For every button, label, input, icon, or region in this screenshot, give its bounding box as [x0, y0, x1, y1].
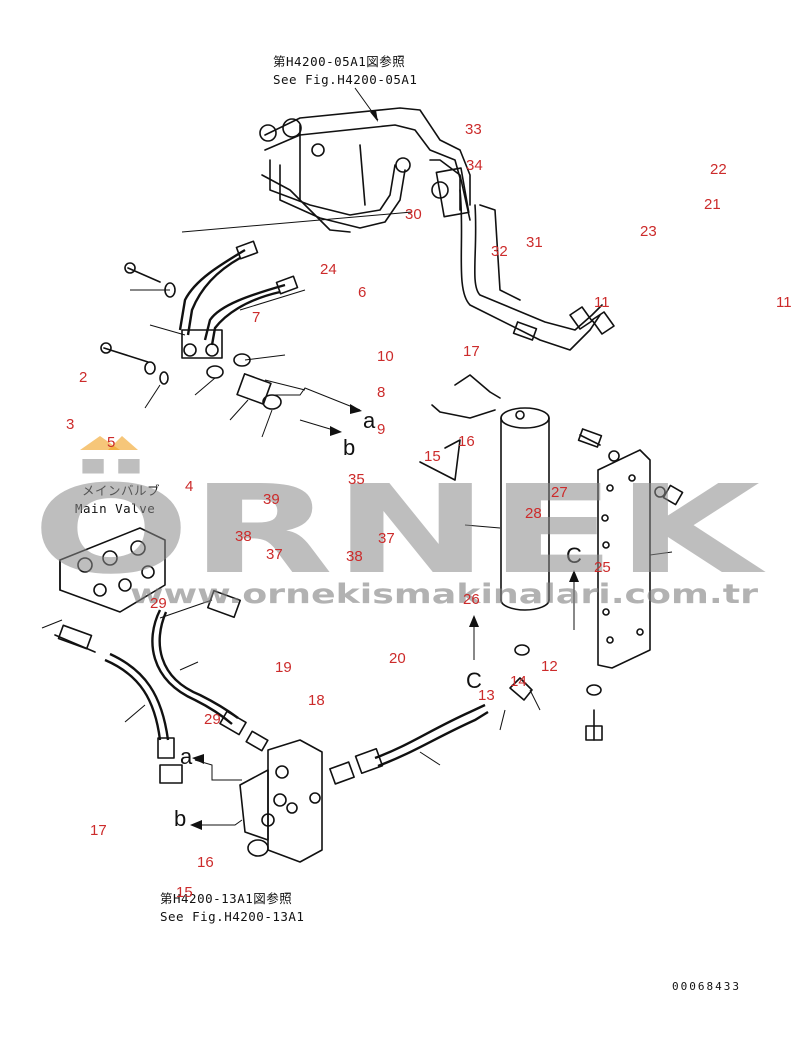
- callout-17a: 17: [463, 343, 480, 360]
- callout-14: 14: [510, 673, 527, 690]
- callout-21: 21: [704, 196, 721, 213]
- callout-22: 22: [710, 161, 727, 178]
- view-arrow-c-right: [569, 570, 579, 630]
- callout-15b: 15: [176, 884, 193, 901]
- callout-37a: 37: [266, 546, 283, 563]
- callout-20: 20: [389, 650, 406, 667]
- watermark-accent-left: [80, 436, 120, 450]
- callout-2: 2: [79, 369, 87, 386]
- watermark-brand: ÖRNEK: [32, 459, 767, 601]
- callout-7: 7: [252, 309, 260, 326]
- bottom-reference-en: See Fig.H4200-13A1: [160, 909, 304, 924]
- callout-23: 23: [640, 223, 657, 240]
- callout-33: 33: [465, 121, 482, 138]
- view-letter-b-upper: b: [343, 435, 355, 460]
- bottom-reference-jp: 第H4200-13A1図参照: [160, 891, 292, 906]
- callout-31: 31: [526, 234, 543, 251]
- callouts: 33 34 22 21 23 30 32 31 24 6 11 11 7 10 …: [66, 121, 792, 901]
- main-valve-label-en: Main Valve: [75, 501, 155, 516]
- top-reference-arrowhead: [370, 110, 378, 122]
- watermark: ÖRNEK www.ornekismakinalari.com.tr: [32, 436, 767, 610]
- upper-pipe-assembly: [259, 107, 615, 351]
- view-letter-a-upper: a: [363, 408, 376, 433]
- bracket-plate: [577, 428, 684, 741]
- main-valve-label-jp: メインバルブ: [82, 483, 160, 498]
- callout-25: 25: [594, 559, 611, 576]
- callout-11a: 11: [594, 294, 610, 311]
- callout-10: 10: [377, 348, 394, 365]
- callout-26: 26: [463, 591, 480, 608]
- callout-30: 30: [405, 206, 422, 223]
- view-letter-c-right: C: [566, 543, 582, 568]
- callout-9: 9: [377, 421, 385, 438]
- top-reference-jp: 第H4200-05A1図参照: [273, 54, 405, 69]
- callout-27: 27: [551, 484, 568, 501]
- callout-35: 35: [348, 471, 365, 488]
- view-arrows-lower: [190, 754, 243, 830]
- callout-37b: 37: [378, 530, 395, 547]
- receiver-tank: [419, 374, 550, 701]
- view-arrow-c-left: [469, 615, 479, 660]
- callout-28: 28: [525, 505, 542, 522]
- callout-34: 34: [466, 157, 483, 174]
- upper-hoses: [178, 240, 299, 359]
- callout-29b: 29: [204, 711, 221, 728]
- watermark-accent-right: [108, 436, 138, 450]
- callout-17b: 17: [90, 822, 107, 839]
- callout-38a: 38: [235, 528, 252, 545]
- lower-valve-block: [239, 739, 323, 863]
- top-reference-en: See Fig.H4200-05A1: [273, 72, 417, 87]
- callout-12: 12: [541, 658, 558, 675]
- callout-24: 24: [320, 261, 337, 278]
- callout-15a: 15: [424, 448, 441, 465]
- callout-5: 5: [107, 434, 115, 451]
- view-arrows-upper: [275, 387, 362, 436]
- hardware-left: [100, 211, 413, 438]
- callout-3: 3: [66, 416, 74, 433]
- view-letter-b-lower: b: [174, 806, 186, 831]
- callout-38b: 38: [346, 548, 363, 565]
- callout-32: 32: [491, 243, 508, 260]
- view-letter-a-lower: a: [180, 744, 193, 769]
- callout-13: 13: [478, 687, 495, 704]
- callout-39: 39: [263, 491, 280, 508]
- callout-29a: 29: [150, 595, 167, 612]
- callout-16a: 16: [458, 433, 475, 450]
- view-letter-c-left: C: [466, 668, 482, 693]
- callout-4: 4: [185, 478, 193, 495]
- watermark-site: www.ornekismakinalari.com.tr: [130, 579, 759, 610]
- drawing-code: 00068433: [672, 980, 741, 993]
- lower-hoses: [41, 599, 541, 785]
- callout-11b: 11: [776, 294, 792, 311]
- callout-19: 19: [275, 659, 292, 676]
- callout-8: 8: [377, 384, 385, 401]
- callout-18: 18: [308, 692, 325, 709]
- callout-6: 6: [358, 284, 366, 301]
- main-valve: [59, 527, 242, 619]
- callout-16b: 16: [197, 854, 214, 871]
